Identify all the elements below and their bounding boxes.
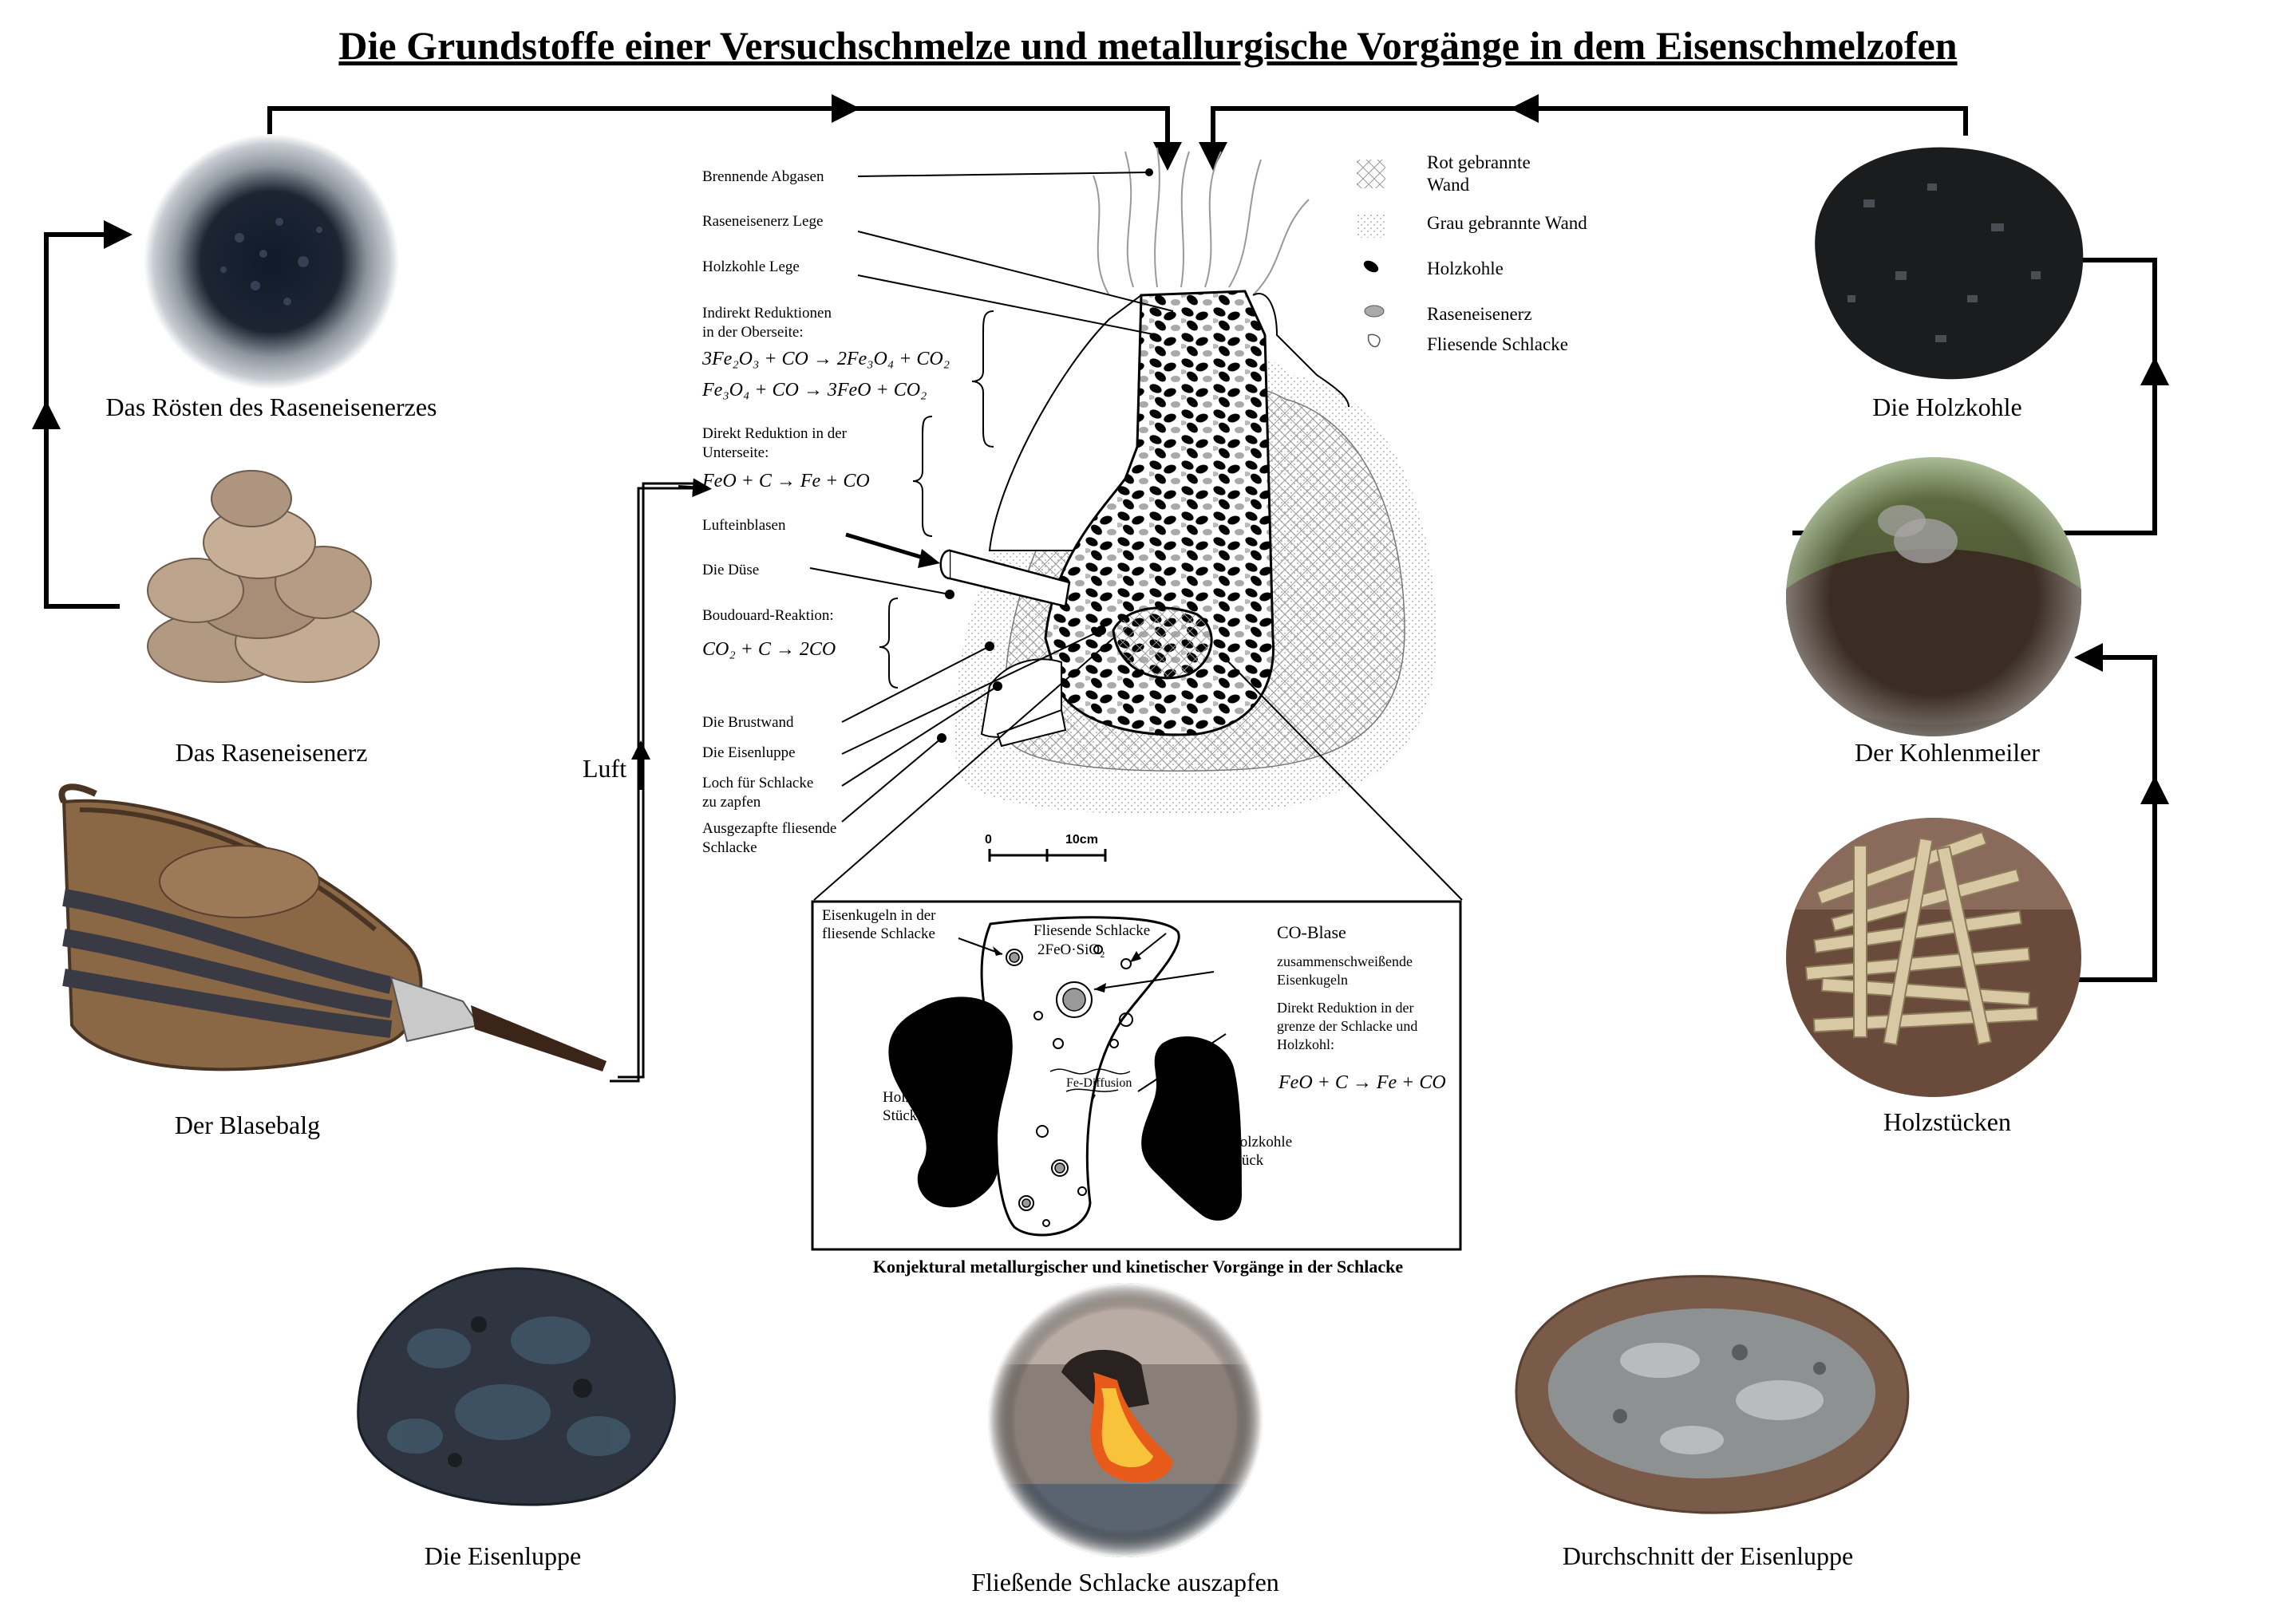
inset-holzkohle-links-2: Stück (883, 1107, 918, 1124)
roesten-photo (144, 134, 399, 389)
holzkohle-caption: Die Holzkohle (1872, 393, 2022, 421)
kohlenmeiler-caption: Der Kohlenmeiler (1855, 738, 2040, 767)
legend-schlacke: Fliesende Schlacke (1427, 334, 1568, 354)
equation-indirekt-1: 3Fe₂O₃ + CO → 2Fe₃O₄ + CO₂ (702, 349, 950, 369)
label-holzkohle-lege: Holzkohle Lege (702, 258, 800, 275)
holzstuecken-photo (1786, 818, 2081, 1097)
legend-holzkohle: Holzkohle (1427, 258, 1504, 278)
inset-direkt-3: Holzkohl: (1277, 1036, 1334, 1052)
holzstuecken-caption: Holzstücken (1883, 1107, 2011, 1136)
inset-fliesende-2: 2FeO·SiO₂ (1037, 941, 1105, 958)
legend-rot-1: Rot gebrannte (1427, 152, 1531, 172)
label-lufteinblasen: Lufteinblasen (702, 517, 786, 534)
blasebalg-photo (58, 783, 607, 1071)
label-boudouard: Boudouard-Reaktion: (702, 607, 834, 624)
inset-holzkohle-rechts-2: Stück (1229, 1152, 1264, 1169)
legend-rot-2: Wand (1427, 175, 1470, 195)
label-indirekt-1: Indirekt Reduktionen (702, 305, 832, 322)
label-duese: Die Düse (702, 562, 760, 578)
kohlenmeiler-photo (1786, 457, 2081, 736)
label-direkt-2: Unterseite: (702, 444, 769, 461)
raseneisenerz-photo (147, 470, 380, 683)
eisenluppe-photo (357, 1267, 676, 1506)
inset-equation: FeO + C → Fe + CO (1278, 1072, 1446, 1093)
eisenluppe-caption: Die Eisenluppe (424, 1541, 582, 1570)
raseneisenerz-caption: Das Raseneisenerz (175, 738, 368, 767)
inset-coblase: CO-Blase (1277, 922, 1346, 942)
label-loch-2: zu zapfen (702, 794, 761, 811)
label-eisenluppe: Die Eisenluppe (702, 744, 796, 761)
blasebalg-caption: Der Blasebalg (174, 1111, 321, 1139)
inset-direkt-1: Direkt Reduktion in der (1277, 1000, 1414, 1016)
label-ausgezapfte-1: Ausgezapfte fliesende (702, 820, 837, 837)
inset-fliesende-1: Fliesende Schlacke (1033, 922, 1151, 939)
roesten-caption: Das Rösten des Raseneisenerzes (105, 393, 437, 421)
inset-caption: Konjektural metallurgischer und kinetisc… (872, 1257, 1404, 1277)
legend-raseneisenerz: Raseneisenerz (1427, 304, 1532, 324)
inset-holzkohle-links-1: Holzkohle (883, 1089, 946, 1106)
durchschnitt-photo (1515, 1275, 1910, 1514)
inset-direkt-2: grenze der Schlacke und (1277, 1018, 1418, 1034)
label-brustwand: Die Brustwand (702, 714, 794, 731)
equation-boudouard: CO₂ + C → 2CO (702, 639, 836, 660)
durchschnitt-caption: Durchschnitt der Eisenluppe (1562, 1541, 1854, 1570)
scale-label-10: 10cm (1065, 833, 1098, 847)
inset-eisenkugeln-2: fliesende Schlacke (822, 925, 935, 942)
label-direkt-1: Direkt Reduktion in der (702, 425, 847, 442)
legend-grau: Grau gebrannte Wand (1427, 213, 1587, 233)
equation-indirekt-2: Fe₃O₄ + CO → 3FeO + CO₂ (702, 380, 927, 401)
slag-inset (811, 900, 1462, 1251)
inset-zusammen-1: zusammenschweißende (1277, 953, 1413, 969)
label-loch-1: Loch für Schlacke (702, 775, 814, 791)
scale-label-0: 0 (985, 833, 992, 847)
equation-direkt: FeO + C → Fe + CO (702, 471, 870, 491)
page-title: Die Grundstoffe einer Versuchschmelze un… (338, 23, 1958, 68)
schlacke-auszapfen-photo (988, 1283, 1263, 1557)
schlacke-auszapfen-caption: Fließende Schlacke auszapfen (971, 1568, 1279, 1596)
inset-zusammen-2: Eisenkugeln (1277, 972, 1348, 988)
label-ausgezapfte-2: Schlacke (702, 839, 757, 856)
luft-label: Luft (583, 754, 627, 783)
inset-eisenkugeln-1: Eisenkugeln in der (822, 907, 936, 924)
label-brennende-abgasen: Brennende Abgasen (702, 168, 824, 185)
inset-holzkohle-rechts-1: Holzkohle (1229, 1134, 1293, 1150)
label-indirekt-2: in der Oberseite: (702, 324, 804, 341)
holzkohle-photo (1815, 147, 2084, 380)
inset-fe-diffusion: Fe-Diffusion (1066, 1076, 1132, 1090)
label-raseneisenerz-lege: Raseneisenerz Lege (702, 213, 824, 230)
